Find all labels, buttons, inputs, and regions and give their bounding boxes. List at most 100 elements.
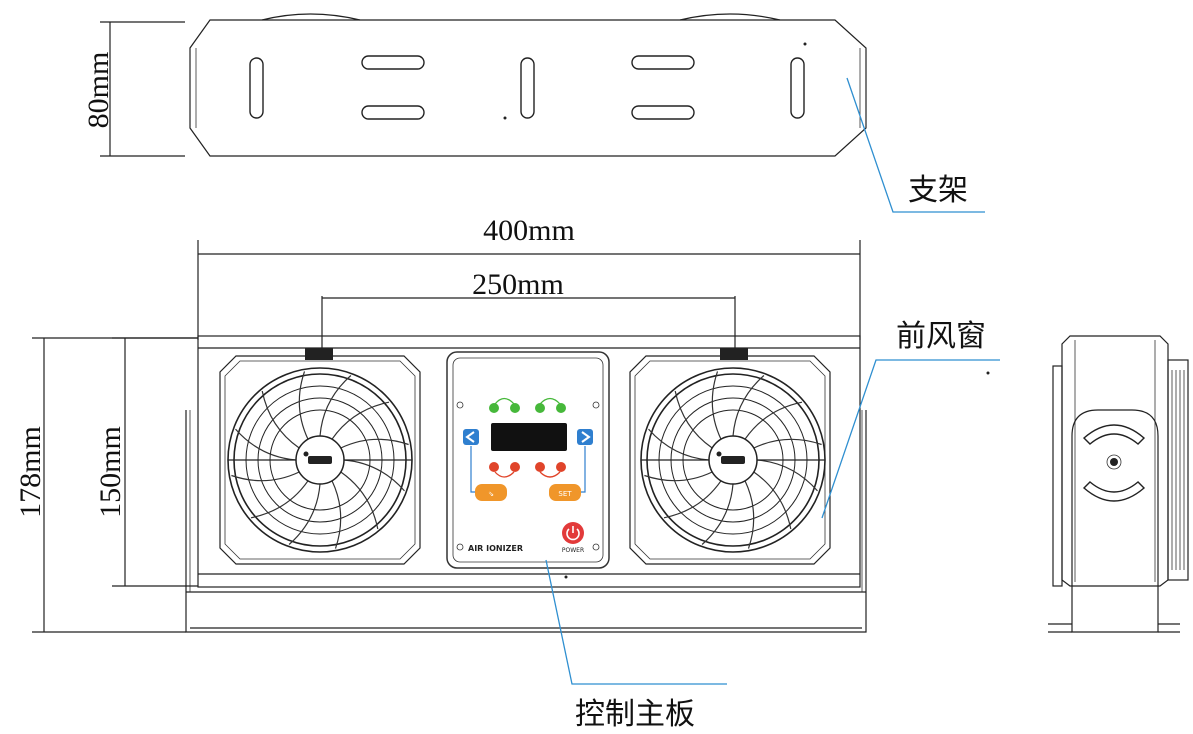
dim-label-total-height: 178mm (14, 426, 47, 518)
dim-label-body-height: 150mm (94, 426, 127, 518)
bracket-plate (189, 19, 867, 157)
side-housing-inner (1074, 340, 1156, 582)
chevron-right-icon (581, 431, 591, 443)
dim-label-fan-spacing: 250mm (472, 268, 564, 301)
mode-button[interactable] (475, 484, 507, 501)
callout-bracket: 支架 (908, 173, 968, 208)
callout-leader-front-window (821, 359, 1000, 519)
fan-grille-frame (629, 355, 831, 565)
fan-guard-spoke (231, 471, 300, 482)
fan-guard-spoke (744, 401, 803, 440)
fan-guard-spoke (648, 428, 710, 461)
mode-button-label: ⇘ (488, 490, 494, 498)
fan-grille-frame (219, 355, 421, 565)
green-led-icon (510, 403, 520, 413)
led-bracket-red (494, 471, 561, 478)
green-led-icon (535, 403, 545, 413)
fan-hub-dot (303, 451, 309, 457)
fan-hub-logo (308, 456, 332, 464)
dim-label-total-width: 400mm (483, 214, 575, 247)
digital-display (491, 423, 567, 451)
fan-guard-spoke (261, 390, 300, 449)
side-front-grille (1052, 365, 1063, 587)
panel-screw (592, 401, 600, 409)
fan-guard-spoke (343, 459, 405, 492)
panel-screw (592, 543, 600, 551)
fan-guard-spoke (331, 401, 390, 440)
dim-label-bracket-height: 80mm (82, 52, 115, 129)
bracket-inner-edges (189, 410, 863, 592)
bracket-slot-horizontal (631, 55, 695, 70)
fan-guard-spoke (756, 459, 818, 492)
bracket-slot-vertical (249, 57, 264, 119)
side-fan-fins (1171, 370, 1185, 570)
dim-line-80 (100, 21, 185, 157)
bracket-slot-horizontal (361, 105, 425, 120)
fan-right (629, 348, 831, 565)
fan-guard-spoke (744, 480, 755, 549)
callout-front-window: 前风窗 (896, 319, 986, 354)
red-led-icon (510, 462, 520, 472)
fan-guard-spoke (644, 471, 713, 482)
bracket-front-edge (185, 410, 867, 633)
base-lines (186, 591, 866, 629)
set-button[interactable] (549, 484, 581, 501)
control-panel-inner (452, 357, 604, 563)
fan-guard-spoke (701, 483, 734, 545)
marker-dot (803, 42, 807, 46)
front-view: 400mm 250mm 178mm 150mm (14, 214, 1000, 732)
green-led-icon (489, 403, 499, 413)
side-view (986, 335, 1189, 633)
callout-leader-bracket (846, 77, 985, 213)
right-arrow-button[interactable] (577, 429, 593, 445)
fan-hub-dot (716, 451, 722, 457)
fan-grille-frame-inner (224, 360, 416, 560)
led-bracket-green (494, 397, 561, 405)
bracket-slot-horizontal (361, 55, 425, 70)
fan-left (219, 348, 421, 565)
power-icon (566, 528, 580, 541)
marker-dot (503, 116, 507, 120)
housing-outline (197, 335, 861, 588)
green-led-icon (556, 403, 566, 413)
fan-hub-logo (721, 456, 745, 464)
side-pivot-ring (1106, 454, 1122, 470)
fan-guard-spoke (340, 438, 409, 449)
fan-guard-spoke (340, 471, 379, 530)
fan-guard-spoke (663, 480, 722, 519)
fan-guard-spoke (674, 390, 713, 449)
control-panel-frame (446, 351, 610, 569)
fan-grille-frame-inner (634, 360, 826, 560)
marker-dot (986, 371, 990, 375)
fan-guard-spoke (288, 483, 321, 545)
fan-mount-tab (305, 348, 333, 360)
dim-line-150 (112, 337, 198, 587)
fan-guard-spoke (235, 428, 297, 461)
panel-screw (456, 543, 464, 551)
fan-guard-spoke (250, 480, 309, 519)
fan-guard-spoke (298, 371, 309, 440)
fan-guard-spoke (331, 480, 342, 549)
callout-control-board: 控制主板 (575, 697, 695, 732)
fan-guard-spoke (711, 371, 722, 440)
fan-guard-spoke (753, 438, 822, 449)
red-led-icon (489, 462, 499, 472)
side-bracket-feet (1048, 623, 1180, 633)
bracket-top-view: 80mm 支架 (82, 13, 985, 213)
fan-guard-spoke (319, 375, 352, 437)
fan-top-outline (261, 13, 781, 21)
power-label: POWER (562, 547, 584, 554)
left-arrow-button[interactable] (463, 429, 479, 445)
bracket-slot-horizontal (631, 105, 695, 120)
set-button-label: SET (558, 490, 572, 498)
panel-screw (456, 401, 464, 409)
dim-line-250 (321, 296, 736, 348)
bracket-slot-vertical (520, 57, 535, 119)
fan-guard-spoke (732, 375, 765, 437)
brand-label: AIR IONIZER (468, 544, 523, 553)
side-slot-bottom (1082, 481, 1146, 502)
red-led-icon (556, 462, 566, 472)
side-slot-top (1082, 424, 1146, 445)
dim-line-400 (197, 240, 861, 340)
